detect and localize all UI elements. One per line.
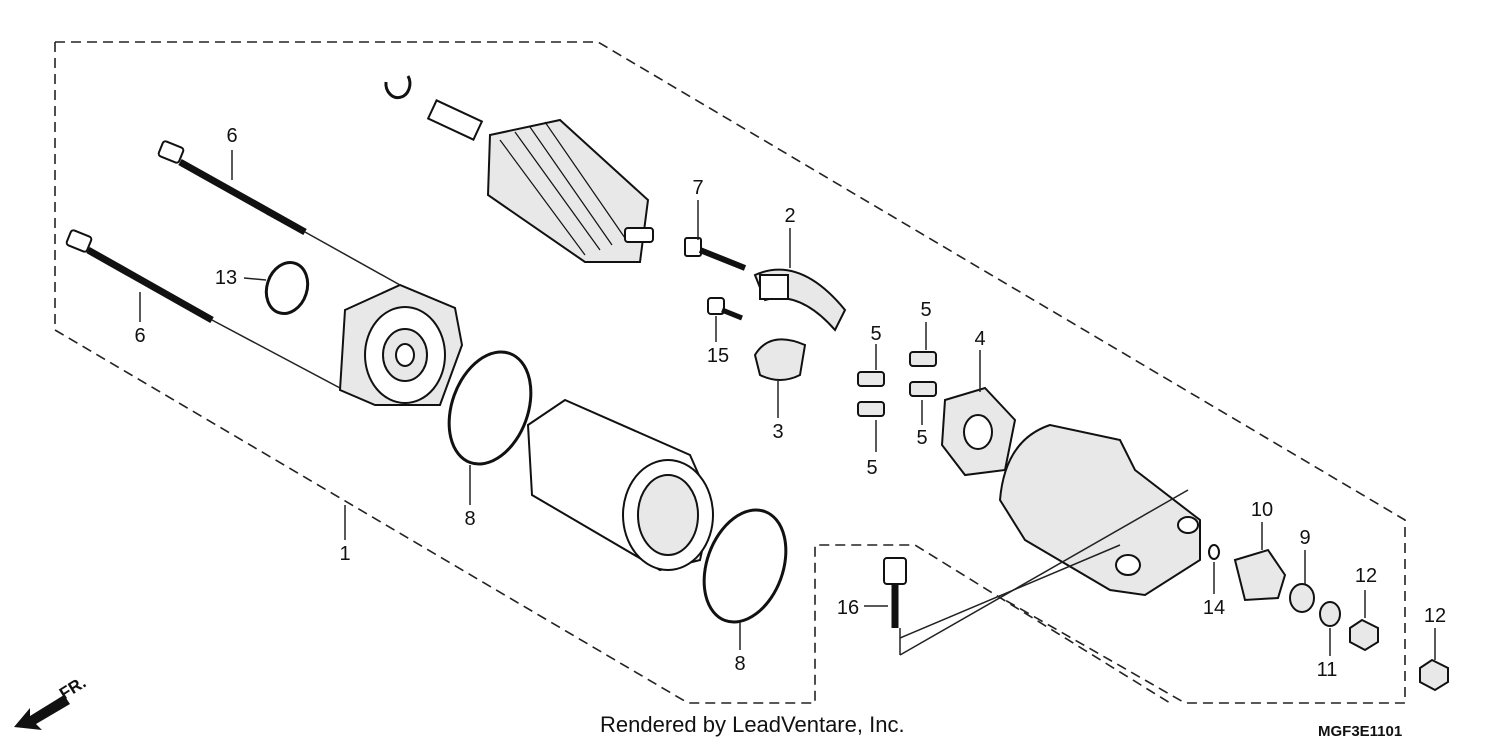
label-16: 16 [837, 597, 859, 619]
screw-15 [707, 297, 743, 321]
diagram-code: MGF3E1101 [1318, 723, 1402, 740]
arrow-left-down-icon [14, 695, 70, 730]
part-10 [1233, 548, 1287, 602]
label-6-b: 6 [134, 325, 145, 347]
label-4: 4 [974, 328, 985, 350]
rear-cover [998, 423, 1201, 597]
commutator-plate [940, 386, 1017, 477]
label-15: 15 [707, 345, 729, 367]
bolt-7 [684, 237, 747, 271]
washer-9 [1289, 583, 1315, 613]
label-12-b: 12 [1424, 605, 1446, 627]
o-ring-13 [264, 261, 310, 315]
nut-12-b [1419, 658, 1449, 692]
leader-lines [139, 150, 1436, 660]
part-labels: 1 2 3 4 5 5 5 5 6 6 7 8 8 9 10 11 12 12 … [134, 125, 1446, 681]
yoke-housing [526, 398, 714, 572]
front-cover [338, 283, 464, 406]
label-5-d: 5 [866, 457, 877, 479]
assembly-outline [54, 41, 1406, 704]
label-5-a: 5 [870, 323, 881, 345]
label-8-a: 8 [464, 508, 475, 530]
label-12-a: 12 [1355, 565, 1377, 587]
label-8-b: 8 [734, 653, 745, 675]
long-bolt-lower [65, 229, 214, 324]
render-credit: Rendered by LeadVentare, Inc. [600, 712, 905, 737]
label-10: 10 [1251, 499, 1273, 521]
label-14: 14 [1203, 597, 1225, 619]
label-11: 11 [1317, 659, 1338, 681]
label-1: 1 [339, 543, 350, 565]
label-5-c: 5 [916, 427, 927, 449]
brush-plate [753, 338, 807, 381]
brush-springs [857, 351, 937, 417]
label-2: 2 [784, 205, 795, 227]
label-7: 7 [692, 177, 703, 199]
nut-12-a [1349, 618, 1379, 652]
washer-11 [1319, 601, 1341, 627]
long-bolt-upper [157, 140, 307, 236]
label-3: 3 [772, 421, 783, 443]
washer-14 [1208, 544, 1220, 560]
o-ring-8-front [447, 350, 533, 466]
bolt-16 [883, 557, 907, 628]
label-9: 9 [1299, 527, 1310, 549]
front-direction-arrow: FR. [14, 673, 89, 730]
label-13: 13 [215, 267, 237, 289]
armature [384, 75, 654, 263]
o-ring-8-rear [702, 508, 788, 624]
label-6-a: 6 [226, 125, 237, 147]
label-5-b: 5 [920, 299, 931, 321]
